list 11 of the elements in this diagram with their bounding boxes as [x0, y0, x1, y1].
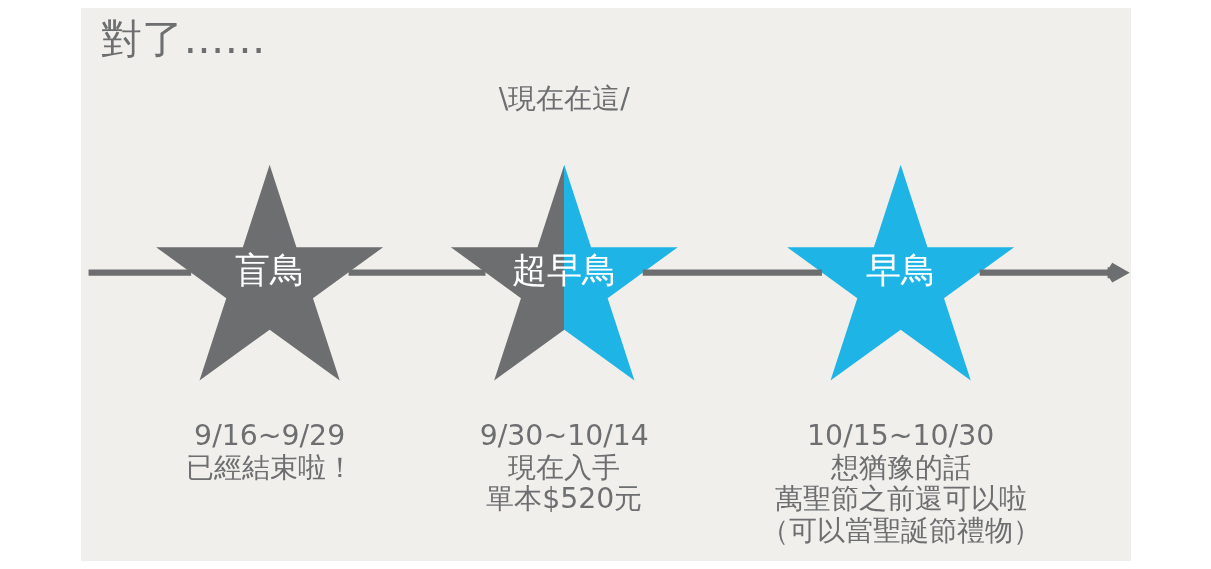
diagram-title: 對了……: [100, 15, 265, 64]
node-label: 想猶豫的話: [830, 450, 971, 484]
node-label: 萬聖節之前還可以啦: [774, 482, 1027, 516]
node-label: 10/15~10/30: [806, 419, 994, 453]
node-label: （可以當聖誕節禮物）: [760, 513, 1041, 547]
node-label: 已經結束啦！: [185, 450, 354, 484]
node-label: 單本$520元: [485, 482, 642, 516]
label: \現在在這/: [498, 81, 630, 115]
node-label: 現在入手: [507, 450, 620, 484]
node-label: 9/30~10/14: [479, 419, 649, 453]
node-label: 9/16~9/29: [193, 419, 345, 453]
